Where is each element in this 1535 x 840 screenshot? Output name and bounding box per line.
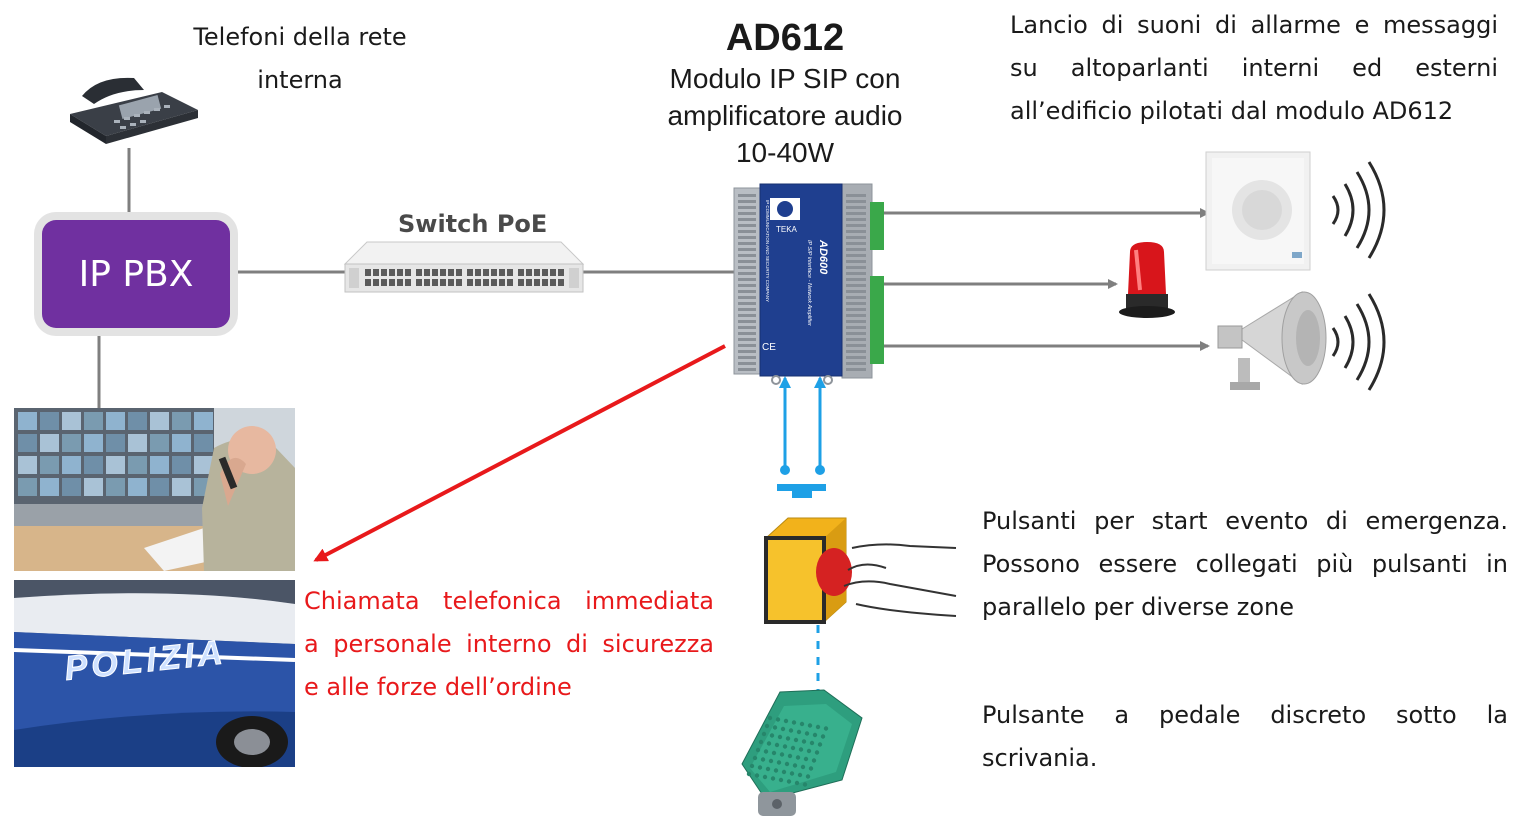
buttons-caption-line1: Pulsanti per start evento di emergenza. <box>982 507 1508 535</box>
alarm-beacon-icon <box>1119 242 1175 318</box>
module-model: AD600 <box>817 239 829 275</box>
title-model: AD612 <box>725 17 845 59</box>
module-side: IP COMMUNICATION AND SECURITY COMPANY <box>765 200 770 302</box>
alarm-caption-line1: Lancio di suoni di allarme e messaggi <box>1010 11 1498 39</box>
phones-caption: Telefoni della rete interna <box>186 16 414 102</box>
buttons-caption: Pulsanti per start evento di emergenza. … <box>982 500 1508 629</box>
blue-wire-dot-right <box>815 465 825 475</box>
emergency-button-icon <box>764 517 957 624</box>
call-caption-line1: Chiamata telefonica immediata <box>304 587 714 615</box>
title-line3: 10-40W <box>735 137 835 168</box>
sound-waves-icon-horn <box>1331 293 1386 391</box>
sound-waves-icon-speaker <box>1331 161 1386 259</box>
buttons-caption-line3: parallelo per diverse zone <box>982 593 1294 621</box>
call-caption: Chiamata telefonica immediata a personal… <box>304 580 714 709</box>
ad612-module-icon: TEKA AD600 IP SIP Interface - Network Am… <box>733 183 884 385</box>
foot-pedal-icon <box>741 689 863 816</box>
pedal-caption-line1: Pulsante a pedale discreto sotto la <box>982 701 1508 729</box>
alarm-caption-line3: all’edificio pilotati dal modulo AD612 <box>1010 97 1454 125</box>
title-line2: amplificatore audio <box>667 100 903 131</box>
red-call-arrow <box>313 344 726 562</box>
module-brand: TEKA <box>776 225 798 234</box>
pedal-caption: Pulsante a pedale discreto sotto la scri… <box>982 694 1508 780</box>
ip-pbx-box: IP PBX <box>42 220 230 328</box>
module-sub: IP SIP Interface - Network Amplifier <box>806 240 812 327</box>
title-block: AD612 Modulo IP SIP con amplificatore au… <box>630 16 940 171</box>
police-car-photo: POLIZIA <box>14 580 295 767</box>
control-room-photo <box>14 408 295 571</box>
alarm-caption-line2: su altoparlanti interni ed esterni <box>1010 54 1498 82</box>
module-ce: CE <box>762 342 776 353</box>
blue-connector <box>777 484 826 498</box>
call-caption-line3: e alle forze dell’ordine <box>304 673 572 701</box>
indoor-speaker-icon <box>1205 151 1311 271</box>
desk-phone-icon <box>70 77 198 144</box>
title-line1: Modulo IP SIP con <box>669 63 901 94</box>
buttons-caption-line2: Possono essere collegati più pulsanti in <box>982 550 1508 578</box>
blue-wire-dot-left <box>780 465 790 475</box>
phones-caption-line1: Telefoni della rete <box>193 23 407 51</box>
ip-pbx-label: IP PBX <box>78 253 194 295</box>
pedal-caption-line2: scrivania. <box>982 744 1098 772</box>
call-caption-line2: a personale interno di sicurezza <box>304 630 714 658</box>
phones-caption-line2: interna <box>257 66 343 94</box>
switch-label: Switch PoE <box>398 210 548 238</box>
poe-switch-icon <box>343 241 585 293</box>
horn-speaker-icon <box>1217 291 1327 390</box>
alarm-caption: Lancio di suoni di allarme e messaggi su… <box>1010 4 1498 133</box>
